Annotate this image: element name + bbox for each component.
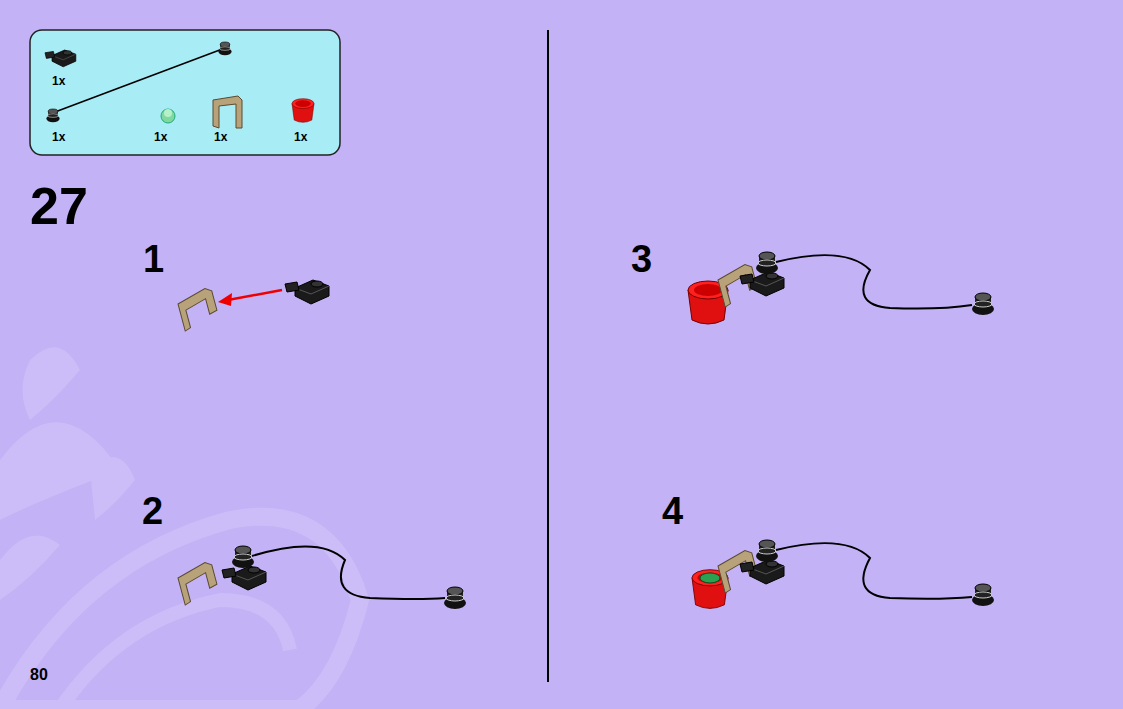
step-number: 27 bbox=[30, 180, 88, 232]
part-quantity: 1x bbox=[214, 131, 227, 143]
sub-step-number: 1 bbox=[143, 240, 164, 278]
sub-step-number: 2 bbox=[142, 492, 163, 530]
part-quantity: 1x bbox=[52, 75, 65, 87]
page-number: 80 bbox=[30, 667, 48, 683]
part-quantity: 1x bbox=[52, 131, 65, 143]
part-quantity: 1x bbox=[294, 131, 307, 143]
sub-step-number: 3 bbox=[631, 240, 652, 278]
sub-step-number: 4 bbox=[662, 492, 683, 530]
parts-list-panel: 1x 1x 1x 1x 1x bbox=[30, 30, 340, 155]
part-quantity: 1x bbox=[154, 131, 167, 143]
